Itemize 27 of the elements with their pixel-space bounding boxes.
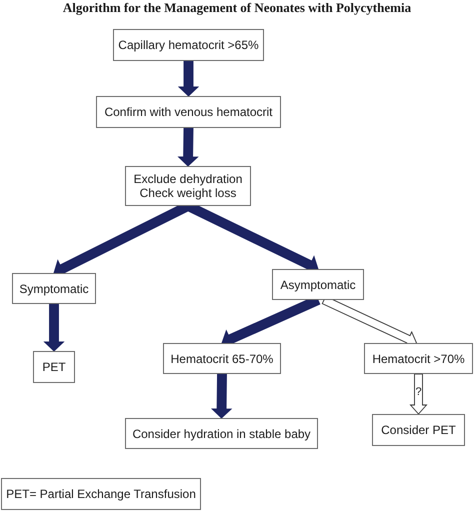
process-box: [113, 29, 264, 61]
note-text: PET= Partial Exchange Transfusion: [6, 487, 196, 501]
process-box: [33, 351, 75, 383]
step-text: Asymptomatic: [280, 278, 356, 292]
arrow: [177, 127, 199, 167]
step-text: Symptomatic: [19, 282, 89, 296]
process-box: [96, 96, 281, 128]
arrow: [43, 304, 65, 352]
process-box: [125, 166, 251, 206]
process-box: [163, 343, 281, 374]
process-box: [372, 414, 465, 446]
step-text: Exclude dehydration Check weight loss: [132, 172, 244, 200]
process-box: [12, 273, 96, 304]
step-text: Confirm with venous hematocrit: [104, 105, 273, 119]
arrow: [178, 60, 200, 97]
step-text: Consider PET: [381, 423, 456, 437]
arrow: [210, 373, 232, 419]
process-box: [272, 269, 364, 300]
step-text: Consider hydration in stable baby: [132, 426, 311, 440]
step-text: PET: [42, 360, 66, 374]
diagram-title: Algorithm for the Management of Neonates with Polycythemia: [62, 0, 412, 16]
process-box: [125, 418, 318, 449]
note-box: [1, 478, 201, 510]
step-text: Hematocrit 65-70%: [170, 352, 274, 366]
step-text: Capillary hematocrit >65%: [118, 38, 259, 52]
step-text: Hematocrit >70%: [372, 352, 465, 366]
process-box: [364, 343, 473, 374]
